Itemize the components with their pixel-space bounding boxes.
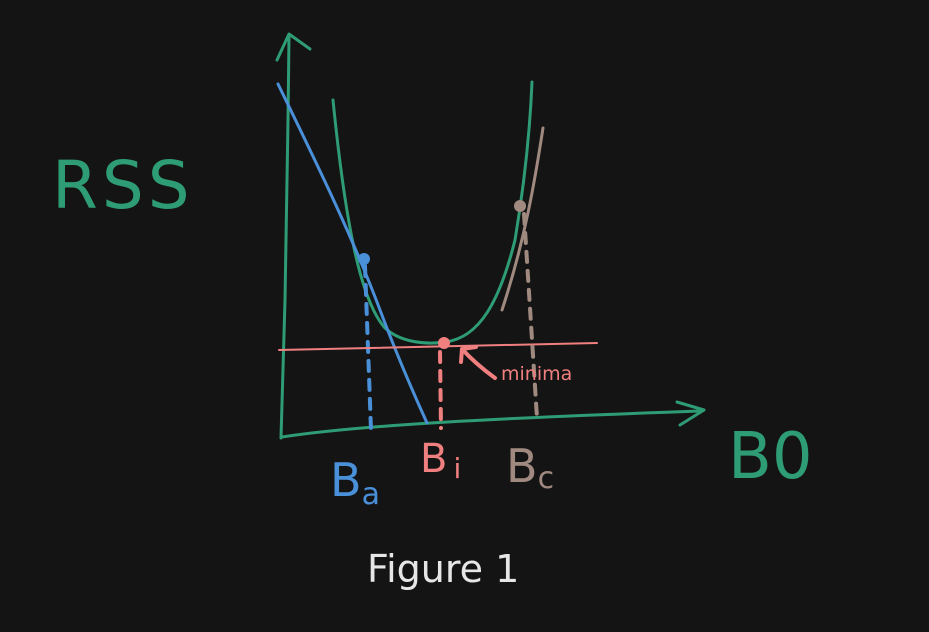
label-point-a: Ba — [330, 453, 380, 512]
label-point-c-main: B — [506, 439, 538, 493]
label-point-i-sub: i — [453, 452, 461, 485]
minima-arrow — [459, 345, 497, 380]
label-point-a-sub: a — [362, 477, 380, 512]
point-a — [358, 253, 370, 265]
label-point-i-main: B — [420, 436, 447, 482]
label-point-c: Bc — [506, 439, 554, 496]
dashed-drop-c — [522, 212, 539, 420]
x-axis-arrow — [675, 400, 706, 427]
y-axis-arrow — [275, 32, 312, 62]
tangent-line-a — [276, 82, 429, 425]
rss-curve — [331, 80, 534, 345]
tangent-line-c — [500, 126, 545, 312]
x-axis — [280, 409, 702, 439]
y-axis — [279, 34, 291, 440]
label-point-a-main: B — [330, 453, 362, 507]
point-i — [438, 337, 450, 349]
point-c — [514, 200, 526, 212]
y-axis-label: RSS — [52, 147, 194, 224]
minima-label: minima — [501, 363, 572, 385]
figure-caption: Figure 1 — [367, 547, 519, 591]
x-axis-label: B0 — [728, 420, 813, 494]
dashed-drop-i — [438, 350, 443, 430]
label-point-c-sub: c — [538, 461, 555, 496]
tangent-line-i — [278, 342, 598, 351]
